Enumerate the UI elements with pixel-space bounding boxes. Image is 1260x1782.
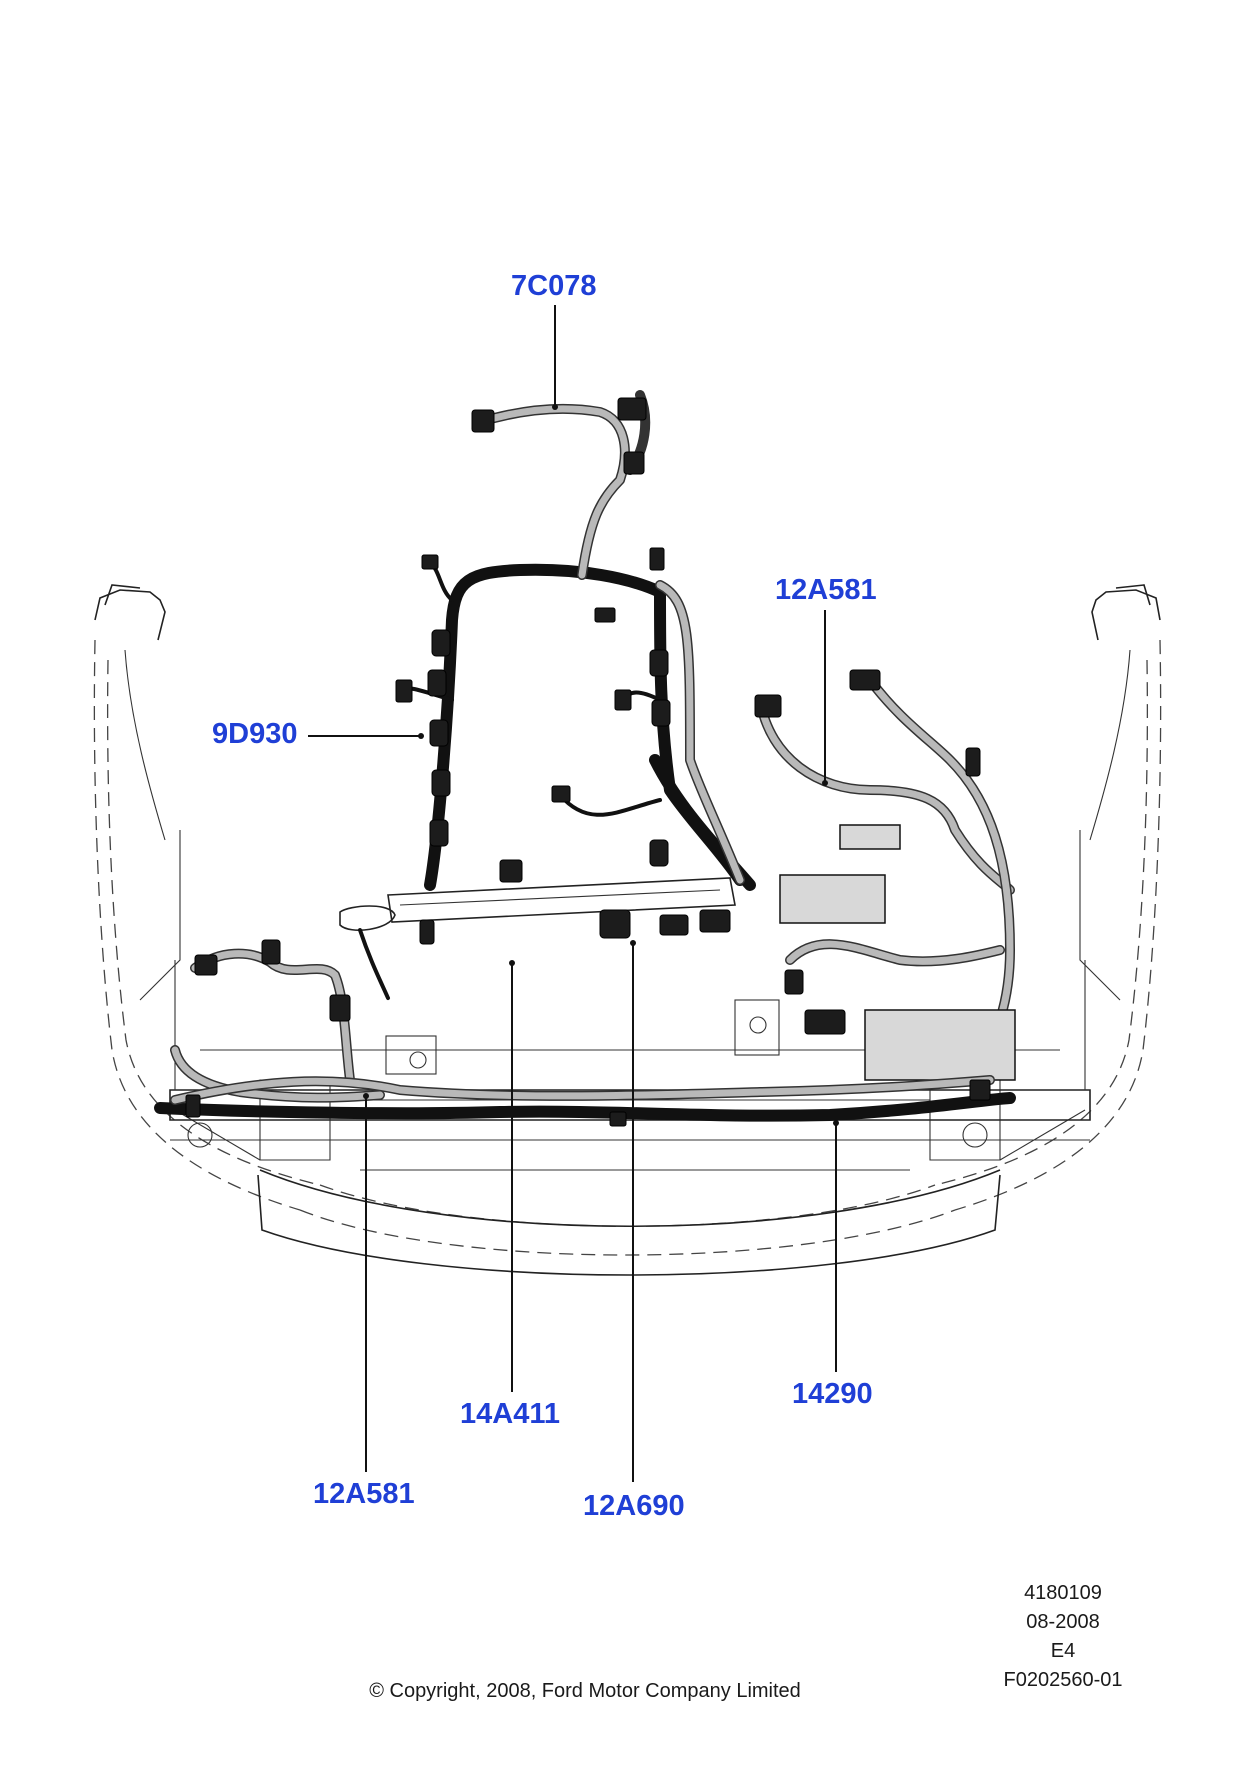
engine-harness-9d930: [395, 547, 756, 891]
callout-12a690: 12A690: [583, 1490, 685, 1522]
leader-lines: [308, 305, 839, 1482]
callout-14290: 14290: [792, 1378, 873, 1410]
callout-12a581-upper: 12A581: [775, 574, 877, 606]
callout-7c078: 7C078: [511, 270, 597, 302]
harness-7c078: [471, 390, 651, 580]
callout-12a581-lower: 12A581: [313, 1478, 415, 1510]
reference-date: 08-2008: [1026, 1611, 1100, 1633]
fuel-rail-bracket: [339, 859, 736, 1000]
figure-id: F0202560-01: [1003, 1669, 1123, 1691]
front-lower-harness: [154, 1075, 1016, 1127]
front-end-body-outline: [93, 584, 1162, 1276]
callout-14a411: 14A411: [460, 1398, 560, 1430]
harness-right-grey: [655, 580, 1016, 1085]
reference-number: 4180109: [1024, 1582, 1102, 1604]
reference-grid: E4: [1050, 1640, 1076, 1662]
callout-9d930: 9D930: [212, 718, 298, 750]
harness-left: [170, 939, 385, 1103]
copyright-notice: © Copyright, 2008, Ford Motor Company Li…: [369, 1680, 801, 1702]
